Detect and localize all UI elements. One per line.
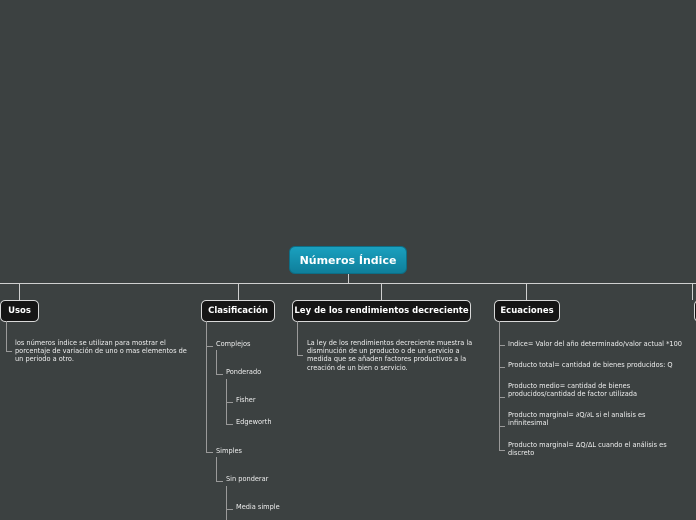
ley-leaf-tick	[297, 355, 303, 356]
node-complejos[interactable]: Complejos	[216, 340, 251, 348]
ley-description[interactable]: La ley de los rendimientos decreciente m…	[307, 339, 473, 372]
ecuacion-producto-medio[interactable]: Producto medio= cantidad de bienes produ…	[508, 382, 637, 399]
usos-subtree-line	[6, 321, 7, 351]
ecuacion-tick	[499, 450, 505, 451]
clasificacion-connector	[238, 283, 239, 300]
ponderado-tick	[216, 374, 223, 375]
simples-tick	[206, 452, 213, 453]
complejos-subtree-line	[216, 350, 217, 374]
ecuacion-marginal-infinitesimal[interactable]: Producto marginal= ∂Q/∂L si el analisis …	[508, 411, 646, 428]
ponderado-subtree-line	[226, 379, 227, 424]
main-branch-line	[0, 283, 696, 284]
node-simples[interactable]: Simples	[216, 447, 242, 455]
usos-description[interactable]: los números índice se utilizan para most…	[15, 339, 187, 364]
topic-usos[interactable]: Usos	[0, 300, 39, 322]
ecuacion-indice[interactable]: Indice= Valor del año determinado/valor …	[508, 340, 682, 348]
node-ponderado[interactable]: Ponderado	[226, 368, 262, 376]
offscreen-topic-connector	[692, 283, 693, 300]
topic-clasificacion[interactable]: Clasificación	[201, 300, 275, 322]
ecuaciones-connector	[526, 283, 527, 300]
ecuacion-tick	[499, 397, 505, 398]
sin-ponderar-tick	[216, 481, 223, 482]
ecuacion-tick	[499, 367, 505, 368]
central-topic[interactable]: Números Índice	[289, 246, 407, 274]
ecuacion-producto-total[interactable]: Producto total= cantidad de bienes produ…	[508, 361, 673, 369]
ley-subtree-line	[297, 321, 298, 355]
usos-connector	[19, 283, 20, 300]
media-simple-tick	[226, 509, 233, 510]
simples-subtree-line	[216, 457, 217, 481]
ley-connector	[381, 283, 382, 300]
fisher-tick	[226, 402, 233, 403]
node-edgeworth[interactable]: Edgeworth	[236, 418, 272, 426]
ecuaciones-subtree-line	[499, 321, 500, 450]
sin-ponderar-subtree-line	[226, 486, 227, 520]
topic-ley-rendimientos[interactable]: Ley de los rendimientos decreciente	[292, 300, 471, 322]
clasificacion-subtree-line	[206, 321, 207, 452]
complejos-tick	[206, 346, 213, 347]
node-fisher[interactable]: Fisher	[236, 396, 256, 404]
usos-leaf-tick	[6, 351, 12, 352]
topic-ecuaciones[interactable]: Ecuaciones	[494, 300, 560, 322]
node-sin-ponderar[interactable]: Sin ponderar	[226, 475, 269, 483]
ecuacion-marginal-discreto[interactable]: Producto marginal= ΔQ/ΔL cuando el análi…	[508, 441, 667, 458]
root-connector	[348, 274, 349, 283]
ecuacion-tick	[499, 426, 505, 427]
edgeworth-tick	[226, 424, 233, 425]
ecuacion-tick	[499, 345, 505, 346]
node-media-simple[interactable]: Media simple	[236, 503, 280, 511]
